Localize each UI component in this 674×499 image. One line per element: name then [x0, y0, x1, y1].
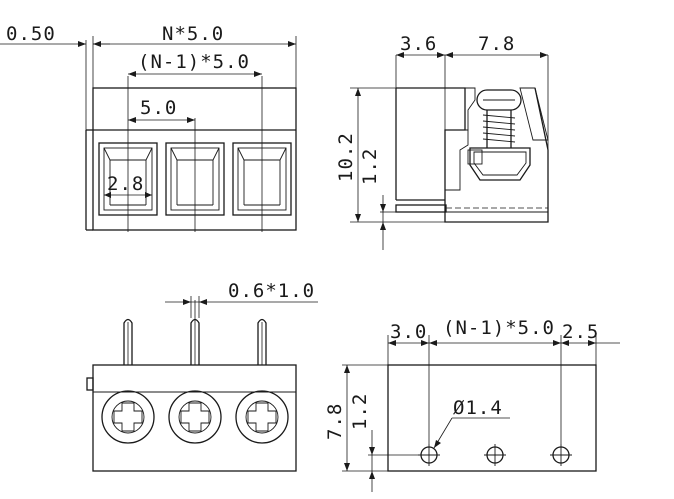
dim-hole-diameter: Ø1.4: [453, 397, 503, 419]
dim-terminal-span: (N-1)*5.0: [138, 51, 250, 73]
dim-pitch-margin: 0.50: [6, 23, 56, 45]
dim-bottom-edge: 3.0: [390, 321, 427, 343]
pin-side: [395, 204, 447, 213]
bottom-view: 3.0 (N-1)*5.0 2.5 7.8 1.2 Ø1.4: [324, 317, 620, 492]
dim-pitch: 5.0: [140, 97, 177, 119]
screw-section: [476, 89, 522, 148]
dim-opening-width: 2.8: [107, 173, 144, 195]
top-body-outline: [92, 364, 297, 472]
bottom-body-outline: [387, 364, 597, 472]
dim-side-height: 10.2: [335, 132, 357, 182]
dim-bottom-edge-right: 2.5: [562, 321, 599, 343]
clamp-section: [467, 147, 531, 181]
front-view: 0.50 N*5.0 (N-1)*5.0 5.0 2.8: [0, 23, 297, 232]
pin-holes: [418, 444, 572, 466]
front-body-outline: [92, 87, 297, 231]
screw-heads: [101, 390, 289, 444]
dim-side-depth: 7.8: [478, 33, 515, 55]
dim-total-width: N*5.0: [162, 23, 224, 45]
dim-pin-section: 0.6*1.0: [228, 280, 315, 302]
side-view: 3.6 7.8 10.2 1.2: [335, 33, 549, 250]
dim-side-offset: 3.6: [400, 33, 437, 55]
dim-bottom-depth: 7.8: [324, 403, 346, 440]
top-view: 0.6*1.0: [86, 280, 318, 472]
pins-top: [123, 300, 267, 365]
dim-side-pin: 1.2: [359, 148, 381, 185]
dim-bottom-span: (N-1)*5.0: [443, 317, 555, 339]
dim-bottom-pin-offset: 1.2: [349, 393, 371, 430]
